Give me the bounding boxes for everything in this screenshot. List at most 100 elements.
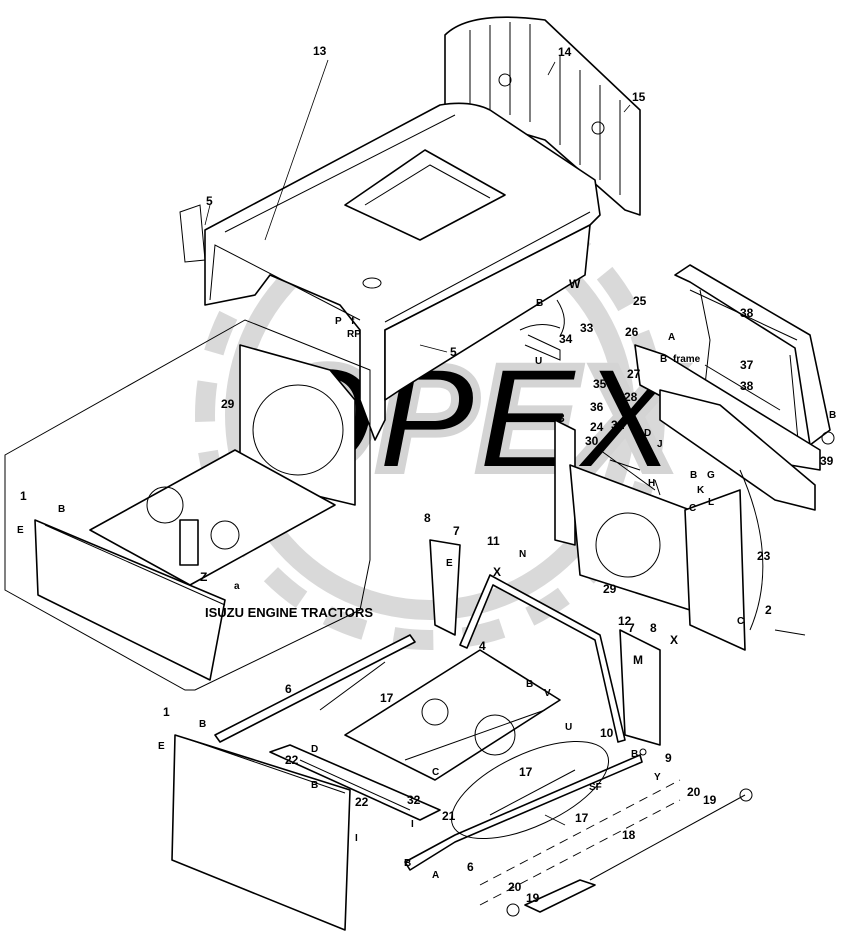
- callout-E: E: [17, 525, 24, 536]
- floor-plate: [344, 649, 561, 781]
- callout-31: 31: [611, 418, 625, 432]
- callout-29: 29: [221, 397, 235, 411]
- callout-33: 33: [580, 321, 594, 335]
- callout-1: 1: [20, 489, 27, 503]
- callout-labels: 13 14 15 5 5 W B 33 34 U 35 36 25 38 26 …: [17, 44, 836, 905]
- callout-8: 8: [650, 621, 657, 635]
- callout-7: 7: [628, 621, 635, 635]
- isuzu-inset: [4, 319, 371, 691]
- callout-A: A: [668, 332, 675, 343]
- callout-f: f: [351, 316, 355, 327]
- rail-assembly: [269, 744, 643, 871]
- callout-29: 29: [603, 582, 617, 596]
- callout-SF: SF: [589, 782, 602, 793]
- callout-34: 34: [559, 332, 573, 346]
- callout-C: C: [590, 452, 597, 463]
- callout-RP: RP: [347, 329, 361, 340]
- callout-C: C: [737, 616, 744, 627]
- callout-9: 9: [665, 751, 672, 765]
- gas-springs: [319, 661, 753, 917]
- callout-B: B: [526, 679, 533, 690]
- callout-14: 14: [558, 45, 572, 59]
- callout-23: 23: [757, 549, 771, 563]
- callout-39: 39: [820, 454, 834, 468]
- fender-panel: [444, 16, 641, 216]
- callout-G: G: [707, 470, 715, 481]
- callout-17: 17: [519, 765, 533, 779]
- callout-B: B: [631, 749, 638, 760]
- callout-32: 32: [407, 793, 421, 807]
- callout-E: E: [158, 741, 165, 752]
- callout-H: H: [648, 478, 655, 489]
- callout-K: K: [697, 485, 705, 496]
- callout-17: 17: [380, 691, 394, 705]
- callout-38: 38: [740, 379, 754, 393]
- callout-Z: Z: [200, 570, 207, 584]
- callout-15: 15: [632, 90, 646, 104]
- callout-P: P: [335, 316, 342, 327]
- callout-35: 35: [593, 377, 607, 391]
- callout-B: B: [660, 354, 667, 365]
- callout-1: 1: [163, 705, 170, 719]
- callout-13: 13: [313, 44, 327, 58]
- callout-22: 22: [355, 795, 369, 809]
- callout-X: X: [493, 565, 501, 579]
- callout-L: L: [708, 497, 714, 508]
- seat-bow: [429, 539, 661, 756]
- callout-D: D: [644, 428, 651, 439]
- inset-caption: ISUZU ENGINE TRACTORS: [205, 605, 373, 620]
- callout-U: U: [565, 722, 572, 733]
- callout-5: 5: [450, 345, 457, 359]
- callout-17: 17: [575, 811, 589, 825]
- callout-B: B: [536, 298, 543, 309]
- callout-B: B: [199, 719, 206, 730]
- callout-Y: Y: [654, 772, 661, 783]
- callout-8: 8: [424, 511, 431, 525]
- hood-leaders: [204, 59, 631, 353]
- callout-I: I: [355, 833, 358, 844]
- callout-A: A: [432, 870, 439, 881]
- callout-M: M: [633, 653, 643, 667]
- callout-V: V: [544, 688, 551, 699]
- callout-21: 21: [442, 809, 456, 823]
- callout-B: B: [311, 780, 318, 791]
- hood: [179, 102, 601, 441]
- callout-E: E: [446, 558, 453, 569]
- callout-26: 26: [625, 325, 639, 339]
- callout-10: 10: [600, 726, 614, 740]
- callout-22: 22: [285, 753, 299, 767]
- radiator-frame: [634, 264, 835, 511]
- callout-B: B: [690, 470, 697, 481]
- callout-C: C: [432, 767, 439, 778]
- callout-C: C: [689, 503, 696, 514]
- side-panel: [171, 634, 416, 931]
- callout-19: 19: [703, 793, 717, 807]
- callout-I: I: [411, 819, 414, 830]
- callout-7: 7: [453, 524, 460, 538]
- callout-J: J: [657, 439, 663, 450]
- callout-frame: frame: [673, 354, 701, 365]
- callout-24: 24: [590, 420, 604, 434]
- callout-28: 28: [624, 390, 638, 404]
- callout-18: 18: [622, 828, 636, 842]
- callout-6: 6: [467, 860, 474, 874]
- engine-compartment: [519, 299, 806, 651]
- callout-25: 25: [633, 294, 647, 308]
- callout-X: X: [670, 633, 678, 647]
- callout-5: 5: [206, 194, 213, 208]
- callout-12: 12: [618, 614, 632, 628]
- callout-20: 20: [508, 880, 522, 894]
- callout-W: W: [569, 277, 581, 291]
- callout-B: B: [404, 858, 411, 869]
- callout-U: U: [535, 356, 542, 367]
- callout-37: 37: [740, 358, 754, 372]
- callout-38: 38: [740, 306, 754, 320]
- callout-2: 2: [765, 603, 772, 617]
- callout-27: 27: [627, 367, 641, 381]
- callout-6: 6: [285, 682, 292, 696]
- callout-30: 30: [585, 434, 599, 448]
- callout-3: 3: [558, 411, 565, 425]
- callout-D: D: [311, 744, 318, 755]
